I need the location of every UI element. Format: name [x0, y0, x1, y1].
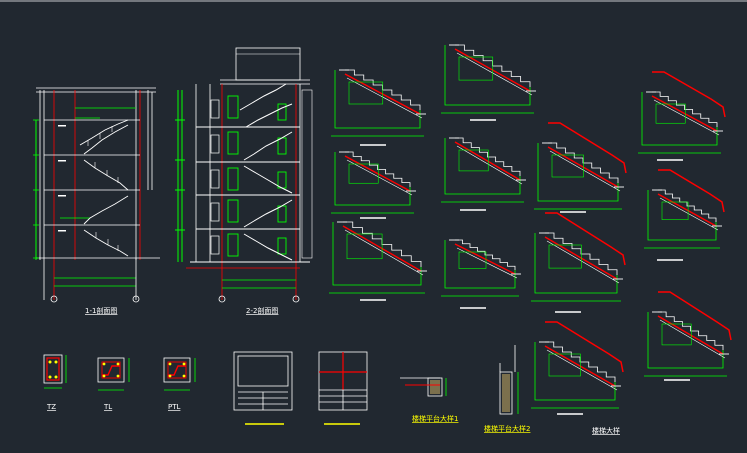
stair-flight-icon — [331, 69, 426, 146]
section-1-title: 1-1剖面图 — [85, 306, 117, 315]
section-1-drawing — [33, 87, 160, 303]
platform-detail-2 — [499, 345, 519, 415]
detail-1-title: 楼梯平台大样1 — [412, 414, 458, 423]
rebar-hook-icon — [545, 212, 626, 266]
detail-2-title: 楼梯平台大样2 — [484, 424, 530, 433]
platform-detail-1 — [400, 377, 447, 397]
stair-flight-details — [329, 44, 732, 415]
rebar-hook-icon — [652, 71, 726, 118]
column-tz-title: TZ — [46, 403, 56, 411]
stair-flight-icon — [441, 44, 536, 121]
stair-flight-icon — [441, 239, 521, 309]
stair-flight-icon — [331, 151, 416, 219]
rebar-hook-icon — [658, 169, 725, 213]
stair-flight-icon — [638, 71, 726, 161]
platform-plan-2 — [318, 351, 368, 411]
section-2-title: 2-2剖面图 — [246, 306, 278, 315]
rebar-hook-icon — [548, 122, 627, 174]
rebar-hook-icon — [658, 291, 732, 341]
stair-flight-icon — [531, 212, 626, 313]
stair-flight-icon — [644, 291, 732, 381]
column-section-ptl — [163, 357, 196, 391]
platform-plan-1 — [233, 351, 293, 411]
stair-details-title: 楼梯大样 — [592, 426, 620, 435]
stair-flight-icon — [441, 137, 526, 211]
stair-flight-icon — [531, 321, 624, 415]
column-section-tz — [43, 354, 67, 389]
column-section-tl — [97, 357, 130, 391]
stair-flight-icon — [534, 122, 627, 213]
stair-flight-icon — [644, 169, 725, 261]
column-tl-title: TL — [103, 403, 112, 411]
stair-flight-icon — [329, 221, 427, 301]
column-ptl-title: PTL — [168, 403, 180, 411]
section-2-drawing — [175, 47, 313, 303]
rebar-hook-icon — [545, 321, 624, 373]
